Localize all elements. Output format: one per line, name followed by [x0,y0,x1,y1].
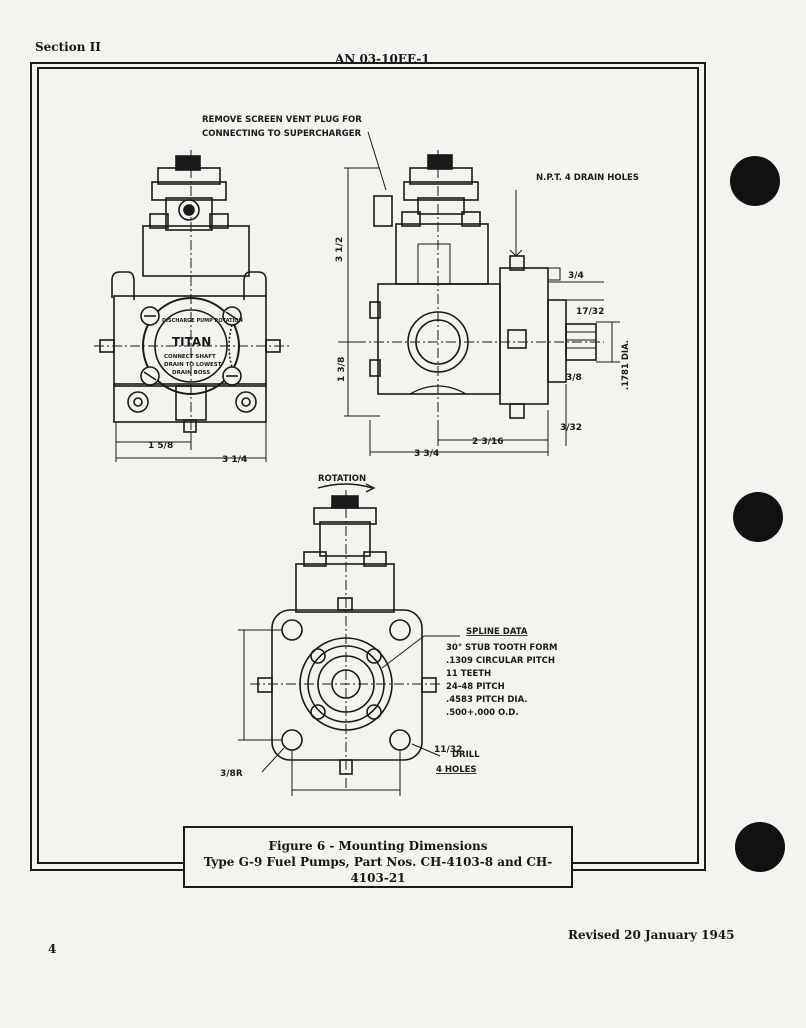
nameplate-line-1: CONNECT SHAFT [164,354,216,360]
dim-end-gap: 3/32 [560,423,582,433]
page-number: 4 [48,942,57,956]
dim-radius: 3/8 [220,769,236,779]
spline-dia-label: .1781 DIA. [621,340,631,390]
figure-caption: Figure 6 - Mounting Dimensions Type G-9 … [183,826,573,888]
radius-label: R [236,769,243,779]
punch-hole-top [730,156,780,206]
dim-boss: 3/8 [566,373,582,383]
spline-line-2: .1309 CIRCULAR PITCH [446,656,555,666]
spline-data-title: SPLINE DATA [466,627,528,637]
dim-front-left: 1 5/8 [148,441,173,451]
vent-plug-callout-1: REMOVE SCREEN VENT PLUG FOR [202,115,362,125]
revision-date: Revised 20 January 1945 [568,928,735,942]
punch-hole-bottom [735,822,785,872]
rotation-label: ROTATION [318,474,366,484]
spline-line-3: 11 TEETH [446,669,491,679]
section-label: Section II [35,40,101,54]
dim-front-width: 3 1/4 [222,455,247,465]
nameplate-brand: TITAN [172,335,211,349]
end-view [238,483,460,796]
spline-line-6: .500+.000 O.D. [446,708,519,718]
drain-holes-callout: N.P.T. 4 DRAIN HOLES [536,173,639,183]
dim-side-height: 3 1/2 [335,237,345,262]
drill-holes-callout: 4 HOLES [436,765,477,775]
spline-line-1: 30° STUB TOOTH FORM [446,643,557,653]
nameplate-arc-text: DISCHARGE PUMP ROTATION [162,318,243,324]
dim-spline-length: 17/32 [576,307,604,317]
dim-side-lower: 1 3/8 [337,357,347,382]
vent-plug-callout-2: CONNECTING TO SUPERCHARGER [202,129,362,139]
caption-subtitle: Type G-9 Fuel Pumps, Part Nos. CH-4103-8… [203,855,553,885]
caption-title: Figure 6 - Mounting Dimensions [268,839,488,853]
side-view [338,131,620,456]
front-view [94,150,290,462]
dim-shaft-offset: 3/4 [568,271,584,281]
nameplate-line-3: DRAIN BOSS [172,370,210,376]
punch-hole-middle [733,492,783,542]
nameplate-line-2: DRAIN TO LOWEST [164,362,222,368]
dim-side-width: 3 3/4 [414,449,439,459]
dim-drill: 11/32 [434,745,462,755]
spline-line-5: .4583 PITCH DIA. [446,695,528,705]
drill-callout: DRILL [452,750,480,760]
dim-side-right: 2 3/16 [472,437,503,447]
spline-line-4: 24-48 PITCH [446,682,505,692]
